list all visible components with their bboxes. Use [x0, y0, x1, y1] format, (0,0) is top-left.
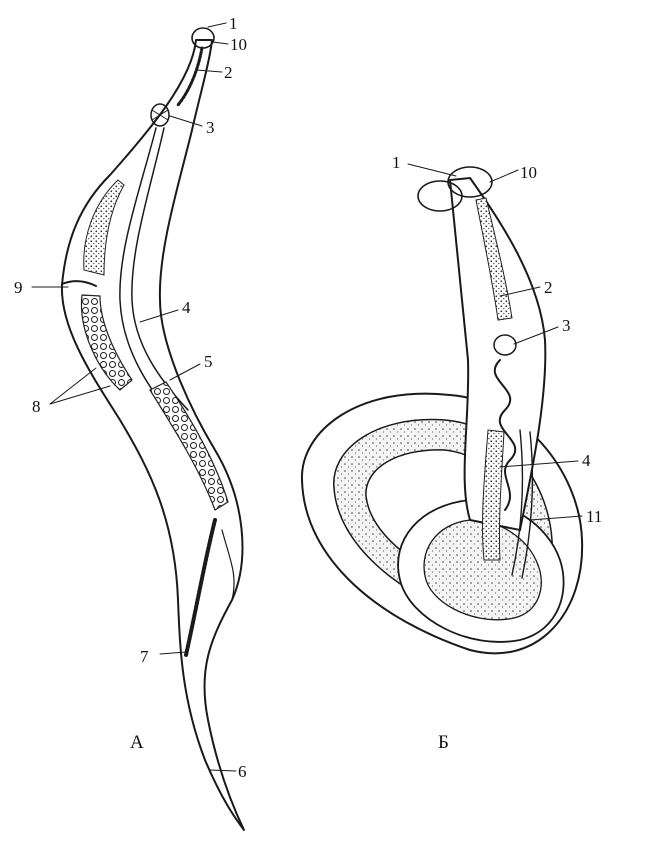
leader-b-1	[407, 163, 457, 177]
label-a-9: 9	[14, 278, 23, 297]
label-a-5: 5	[204, 352, 213, 371]
label-a-7: 7	[140, 647, 149, 666]
leader-a-7	[159, 651, 187, 655]
leader-b-4	[499, 460, 579, 468]
label-b-3: 3	[562, 316, 571, 335]
panel-b-annotations: 1 10 2 3 4 11 Б	[392, 153, 602, 753]
leader-b-3	[513, 326, 559, 345]
leader-a-1	[207, 22, 227, 28]
label-b-11: 11	[586, 507, 602, 526]
panel-b-caption: Б	[438, 732, 449, 753]
leader-b-2	[499, 286, 541, 297]
leader-b-11	[529, 515, 583, 521]
panel-a-annotations: 1 10 2 3 9 4 5 8 7 6 А	[14, 14, 247, 781]
label-a-6: 6	[238, 762, 247, 781]
worm-a	[60, 27, 245, 831]
label-a-10: 10	[230, 35, 247, 54]
label-a-2: 2	[224, 63, 233, 82]
label-b-1: 1	[392, 153, 401, 172]
leader-a-3	[169, 115, 203, 127]
leader-a-8a	[49, 367, 97, 405]
leader-a-8b	[49, 385, 111, 405]
leader-a-2	[195, 69, 223, 73]
label-a-4: 4	[182, 298, 191, 317]
label-b-10: 10	[520, 163, 537, 182]
label-a-1: 1	[229, 14, 238, 33]
leader-a-4	[139, 309, 179, 323]
label-a-3: 3	[206, 118, 215, 137]
leader-b-10	[489, 169, 519, 183]
panel-a-caption: А	[130, 732, 144, 753]
label-a-8: 8	[32, 397, 41, 416]
leader-a-6	[209, 769, 237, 772]
label-b-4: 4	[582, 451, 591, 470]
leader-a-5	[169, 363, 201, 381]
label-b-2: 2	[544, 278, 553, 297]
leader-a-10	[212, 41, 229, 45]
worm-b	[300, 166, 584, 655]
